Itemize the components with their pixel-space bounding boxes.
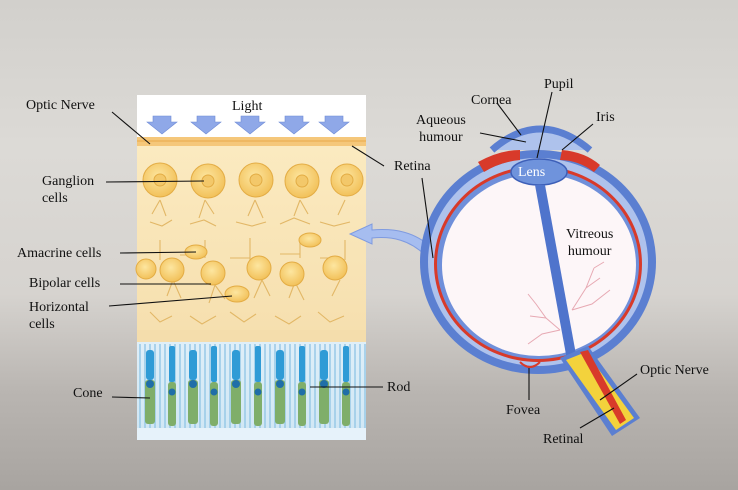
iris-left bbox=[478, 150, 520, 172]
fovea-label: Fovea bbox=[506, 403, 541, 418]
photoreceptors bbox=[137, 344, 366, 440]
cone-label: Cone bbox=[73, 386, 103, 401]
iris-right bbox=[560, 150, 600, 172]
light-arrows bbox=[146, 115, 350, 135]
optic-nerve-label-left: Optic Nerve bbox=[26, 98, 95, 113]
cornea-label: Cornea bbox=[471, 93, 512, 108]
pigment-epithelium bbox=[137, 428, 366, 440]
amacrine-cells-label: Amacrine cells bbox=[17, 246, 102, 261]
amacrine-cells bbox=[184, 232, 322, 260]
hyaloid-canal bbox=[535, 185, 577, 360]
rod-nucleus bbox=[168, 388, 176, 396]
blood-vessels bbox=[527, 261, 611, 345]
cone-nucleus bbox=[189, 380, 197, 388]
rod-outer-segment bbox=[299, 346, 305, 382]
light-arrow-1 bbox=[146, 115, 178, 135]
vitreous-body bbox=[442, 174, 636, 356]
rod-outer-segment bbox=[343, 346, 349, 382]
rod-nucleus bbox=[210, 388, 218, 396]
light-label: Light bbox=[232, 99, 263, 114]
vitreous-humour-label: Vitreous humour bbox=[566, 227, 614, 259]
aqueous-humour-label: Aqueous humour bbox=[416, 113, 466, 145]
rod-nucleus bbox=[298, 388, 306, 396]
retina-label: Retina bbox=[394, 159, 431, 174]
cone-nucleus bbox=[232, 380, 240, 388]
zoom-arrow bbox=[348, 223, 433, 257]
retinal-label: Retinal bbox=[543, 432, 584, 447]
rod-outer-segment bbox=[211, 346, 217, 382]
bipolar-cells bbox=[135, 255, 348, 287]
light-arrow-5 bbox=[318, 115, 350, 135]
rod-outer-segment bbox=[169, 346, 175, 382]
retina-panel bbox=[135, 95, 366, 440]
optic-nerve-label-right: Optic Nerve bbox=[640, 363, 709, 378]
cone-outer-segment bbox=[189, 350, 197, 380]
cone-inner-segment bbox=[145, 380, 155, 424]
light-arrow-4 bbox=[278, 115, 310, 135]
ganglion-cells bbox=[142, 162, 364, 199]
lens-label: Lens bbox=[518, 165, 546, 180]
bipolar-cells-label: Bipolar cells bbox=[29, 276, 101, 291]
cone-inner-segment bbox=[231, 380, 241, 424]
rod-label: Rod bbox=[387, 380, 411, 395]
cone-nucleus bbox=[320, 380, 328, 388]
horizontal-cells-label: Horizontal cells bbox=[29, 300, 89, 332]
optic-nerve-stalk bbox=[560, 346, 640, 436]
rod-outer-segment bbox=[255, 346, 261, 382]
horizontal-cells bbox=[224, 285, 250, 303]
cone-inner-segment bbox=[275, 380, 285, 424]
cone-nucleus bbox=[276, 380, 284, 388]
eye-cross-section bbox=[420, 125, 656, 436]
cone-inner-segment bbox=[319, 380, 329, 424]
rod-nucleus bbox=[342, 388, 350, 396]
cone-outer-segment bbox=[276, 350, 284, 380]
iris-label: Iris bbox=[596, 110, 615, 125]
cone-nucleus bbox=[146, 380, 154, 388]
cone-outer-segment bbox=[146, 350, 154, 380]
light-arrow-2 bbox=[190, 115, 222, 135]
ganglion-cells-label: Ganglion cells bbox=[42, 174, 95, 206]
rod-nucleus bbox=[254, 388, 262, 396]
cone-inner-segment bbox=[188, 380, 198, 424]
leader-lines bbox=[105, 91, 638, 429]
cone-outer-segment bbox=[232, 350, 240, 380]
cone-outer-segment bbox=[320, 350, 328, 380]
light-arrow-3 bbox=[234, 115, 266, 135]
pupil-label: Pupil bbox=[544, 77, 574, 92]
